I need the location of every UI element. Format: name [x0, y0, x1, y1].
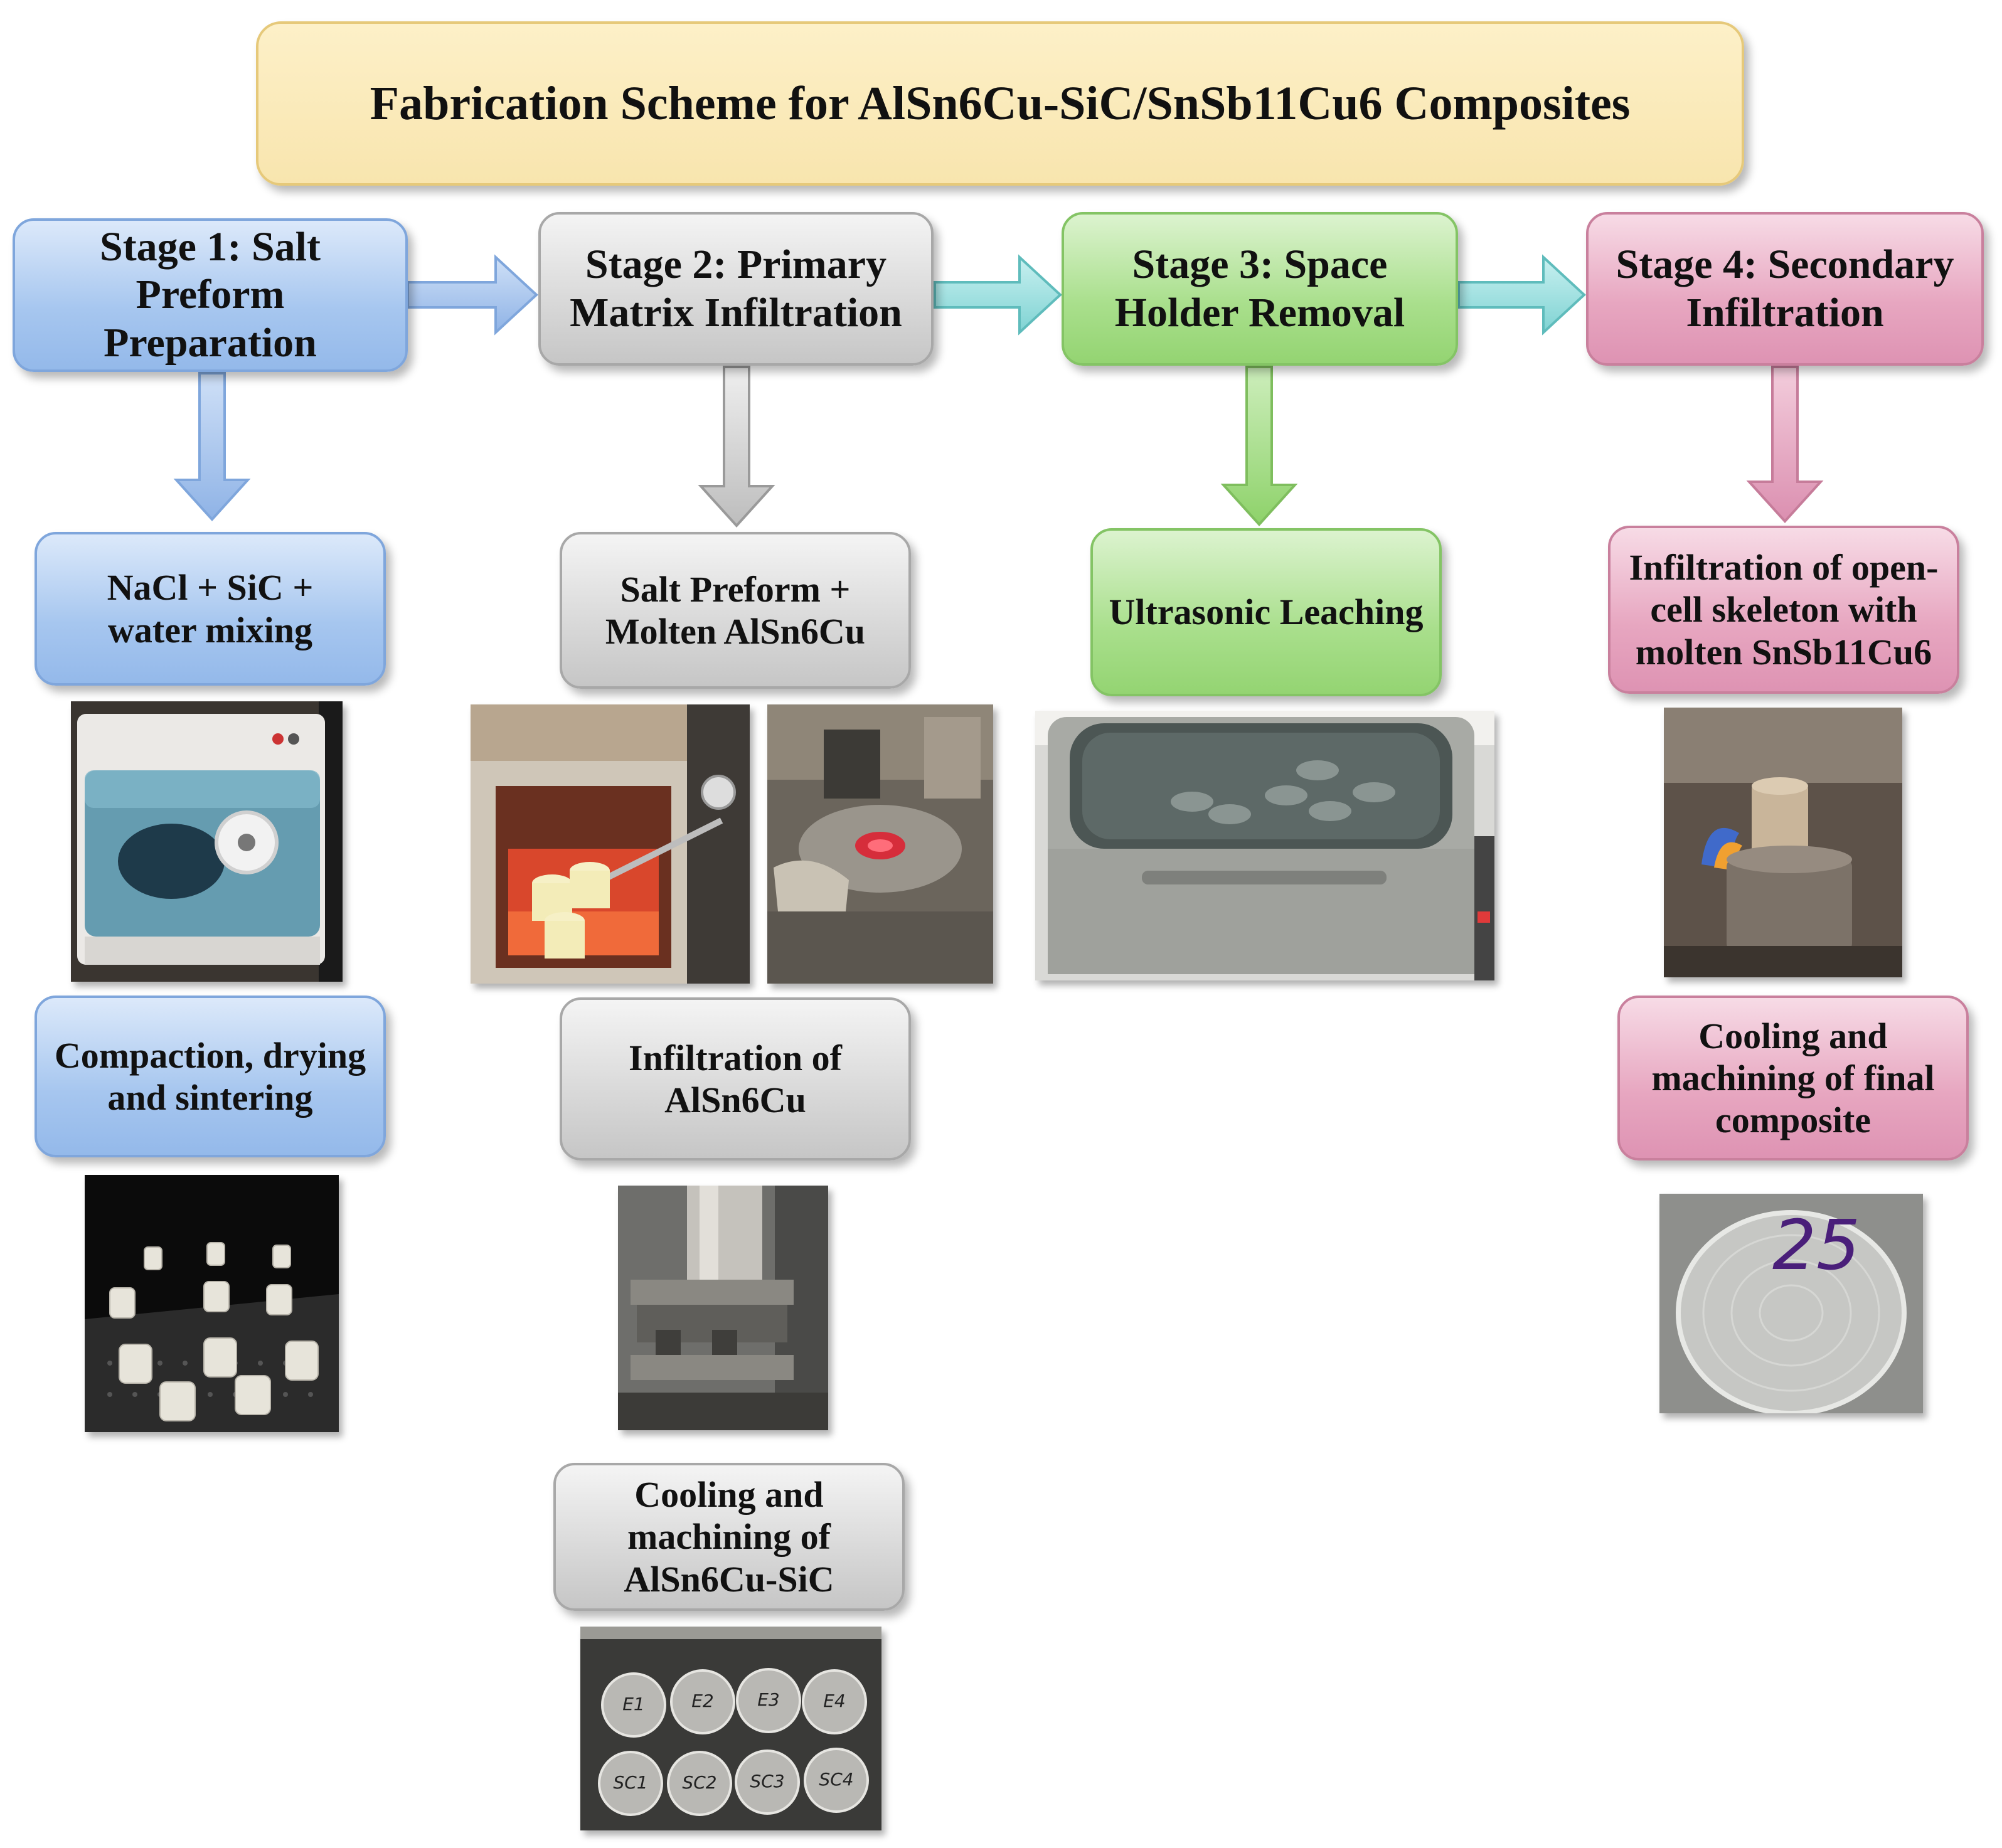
- arrow-stage1-down: [173, 372, 251, 521]
- sample-label-sc1: SC1: [613, 1772, 647, 1793]
- stage-4-box: Stage 4: Secondary Infiltration: [1586, 212, 1984, 366]
- photo-sintered-preforms: [85, 1175, 339, 1432]
- photo-mixer: [71, 701, 343, 982]
- photo-press: [618, 1186, 828, 1430]
- sample-label-sc3: SC3: [750, 1771, 784, 1792]
- photo-ultrasonic-bath: [1035, 711, 1494, 980]
- stage-2-step-preform-molten: Salt Preform + Molten AlSn6Cu: [560, 532, 911, 689]
- stage-1-label: Stage 1: Salt Preform Preparation: [100, 223, 321, 366]
- stage-1-box: Stage 1: Salt Preform Preparation: [13, 218, 408, 372]
- photo-crucible: [767, 704, 993, 984]
- arrow-stage3-down: [1220, 366, 1298, 526]
- stage-3-step-leaching: Ultrasonic Leaching: [1090, 528, 1442, 696]
- stage-3-label: Stage 3: Space Holder Removal: [1114, 241, 1405, 336]
- sample-label-e2: E2: [691, 1691, 714, 1711]
- stage-3-step-1-label: Ultrasonic Leaching: [1109, 592, 1424, 633]
- photo-final-composite: 25: [1659, 1194, 1923, 1413]
- photo-machined-samples: E1 E2 E3 E4 SC1 SC2 SC3 SC4: [580, 1627, 881, 1830]
- photo-flame-infiltration: [1664, 708, 1902, 977]
- arrow-stage2-to-stage3: [934, 254, 1062, 336]
- stage-2-label: Stage 2: Primary Matrix Infiltration: [570, 241, 902, 336]
- stage-2-step-3-label: Cooling and machining of AlSn6Cu-SiC: [624, 1474, 834, 1600]
- arrow-stage1-to-stage2: [407, 254, 538, 336]
- stage-4-step-secondary-infiltration: Infiltration of open- cell skeleton with…: [1608, 526, 1959, 694]
- stage-4-step-2-label: Cooling and machining of final composite: [1651, 1015, 1935, 1141]
- stage-2-box: Stage 2: Primary Matrix Infiltration: [538, 212, 934, 366]
- stage-1-step-2-label: Compaction, drying and sintering: [54, 1034, 366, 1118]
- diagram-title: Fabrication Scheme for AlSn6Cu-SiC/SnSb1…: [256, 21, 1744, 186]
- sample-label-e4: E4: [823, 1691, 846, 1711]
- stage-2-step-2-label: Infiltration of AlSn6Cu: [629, 1037, 842, 1120]
- sample-label-e1: E1: [622, 1694, 645, 1714]
- stage-4-label: Stage 4: Secondary Infiltration: [1616, 241, 1954, 336]
- sample-label-sc4: SC4: [819, 1769, 853, 1790]
- stage-4-step-1-label: Infiltration of open- cell skeleton with…: [1629, 547, 1939, 672]
- stage-2-step-1-label: Salt Preform + Molten AlSn6Cu: [605, 568, 866, 652]
- final-sample-mark: 25: [1772, 1205, 1860, 1285]
- arrow-stage4-down: [1746, 366, 1824, 523]
- arrow-stage2-down: [698, 366, 775, 528]
- sample-label-e3: E3: [757, 1689, 780, 1710]
- stage-1-step-1-label: NaCl + SiC + water mixing: [107, 567, 314, 651]
- arrow-stage3-to-stage4: [1457, 254, 1586, 336]
- diagram-title-text: Fabrication Scheme for AlSn6Cu-SiC/SnSb1…: [370, 77, 1631, 130]
- photo-furnace: [471, 704, 750, 984]
- stage-3-box: Stage 3: Space Holder Removal: [1062, 212, 1458, 366]
- stage-4-step-final-machining: Cooling and machining of final composite: [1617, 996, 1969, 1160]
- stage-2-step-cooling: Cooling and machining of AlSn6Cu-SiC: [553, 1463, 905, 1611]
- stage-1-step-mixing: NaCl + SiC + water mixing: [35, 532, 386, 686]
- stage-1-step-sintering: Compaction, drying and sintering: [35, 996, 386, 1157]
- sample-label-sc2: SC2: [682, 1772, 716, 1793]
- stage-2-step-infiltration: Infiltration of AlSn6Cu: [560, 997, 911, 1160]
